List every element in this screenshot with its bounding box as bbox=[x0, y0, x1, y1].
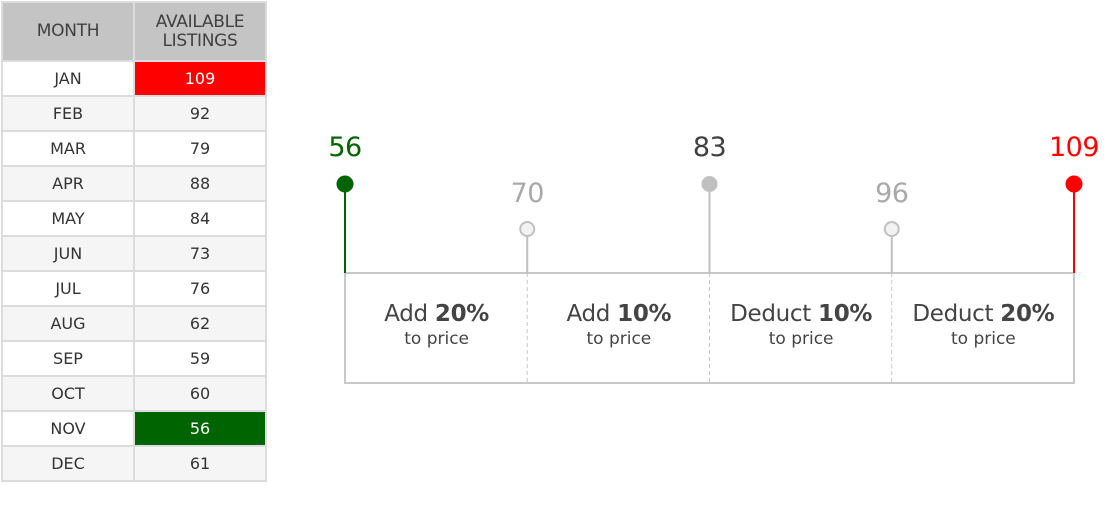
month-cell: SEP bbox=[1, 340, 135, 377]
month-cell: DEC bbox=[1, 445, 135, 482]
listings-value-cell: 92 bbox=[133, 95, 267, 132]
month-cell: APR bbox=[1, 165, 135, 202]
scale-pin-head bbox=[1065, 175, 1083, 193]
listings-value-cell: 76 bbox=[133, 270, 267, 307]
band-percent: 10% bbox=[818, 301, 873, 327]
listings-value-cell: 61 bbox=[133, 445, 267, 482]
scale-pin-head bbox=[701, 176, 718, 192]
band-percent: 20% bbox=[1000, 301, 1055, 327]
band-percent: 10% bbox=[617, 301, 672, 327]
month-cell: JUL bbox=[1, 270, 135, 307]
scale-pin-head bbox=[883, 221, 900, 237]
scale-pin-head bbox=[336, 175, 354, 193]
price-band: Add 20%to price bbox=[346, 300, 527, 350]
band-subtext: to price bbox=[768, 329, 834, 349]
listings-value-cell: 59 bbox=[133, 340, 267, 377]
scale-value-label: 56 bbox=[328, 132, 362, 163]
band-action: Add 10% bbox=[528, 300, 709, 328]
month-cell: MAR bbox=[1, 130, 135, 167]
listings-value-cell: 88 bbox=[133, 165, 267, 202]
listings-value-cell: 56 bbox=[133, 410, 267, 447]
listings-value-cell: 73 bbox=[133, 235, 267, 272]
scale-value-label: 83 bbox=[692, 132, 727, 163]
header-listings-line2: LISTINGS bbox=[162, 30, 238, 51]
listings-value-cell: 109 bbox=[133, 60, 267, 97]
month-cell: JAN bbox=[1, 60, 135, 97]
band-subtext: to price bbox=[950, 329, 1016, 349]
month-cell: AUG bbox=[1, 305, 135, 342]
band-action-verb: Deduct bbox=[912, 301, 994, 327]
listings-value-cell: 62 bbox=[133, 305, 267, 342]
header-listings-line1: AVAILABLE bbox=[155, 11, 245, 32]
band-action: Add 20% bbox=[346, 300, 527, 328]
band-percent: 20% bbox=[434, 301, 490, 327]
month-cell: NOV bbox=[1, 410, 135, 447]
band-subtext: to price bbox=[404, 329, 470, 349]
table-header-row: MONTH AVAILABLE LISTINGS bbox=[1, 1, 267, 62]
scale-pin-head bbox=[519, 221, 536, 237]
band-action: Deduct 20% bbox=[893, 300, 1074, 328]
listings-value-cell: 84 bbox=[133, 200, 267, 237]
listings-value-cell: 79 bbox=[133, 130, 267, 167]
month-cell: FEB bbox=[1, 95, 135, 132]
month-cell: OCT bbox=[1, 375, 135, 412]
price-band: Deduct 20%to price bbox=[893, 300, 1074, 350]
band-action-verb: Add bbox=[566, 301, 611, 327]
header-available-listings: AVAILABLE LISTINGS bbox=[133, 1, 267, 62]
scale-value-label: 109 bbox=[1048, 132, 1100, 163]
band-subtext: to price bbox=[586, 329, 652, 349]
price-band: Add 10%to price bbox=[528, 300, 709, 350]
month-cell: MAY bbox=[1, 200, 135, 237]
listings-value-cell: 60 bbox=[133, 375, 267, 412]
band-action-verb: Deduct bbox=[730, 301, 811, 327]
month-cell: JUN bbox=[1, 235, 135, 272]
header-month: MONTH bbox=[1, 1, 135, 62]
band-action: Deduct 10% bbox=[711, 300, 892, 328]
band-action-verb: Add bbox=[384, 301, 428, 327]
scale-value-label: 70 bbox=[510, 178, 545, 209]
price-band: Deduct 10%to price bbox=[711, 300, 892, 350]
scale-value-label: 96 bbox=[875, 178, 909, 209]
